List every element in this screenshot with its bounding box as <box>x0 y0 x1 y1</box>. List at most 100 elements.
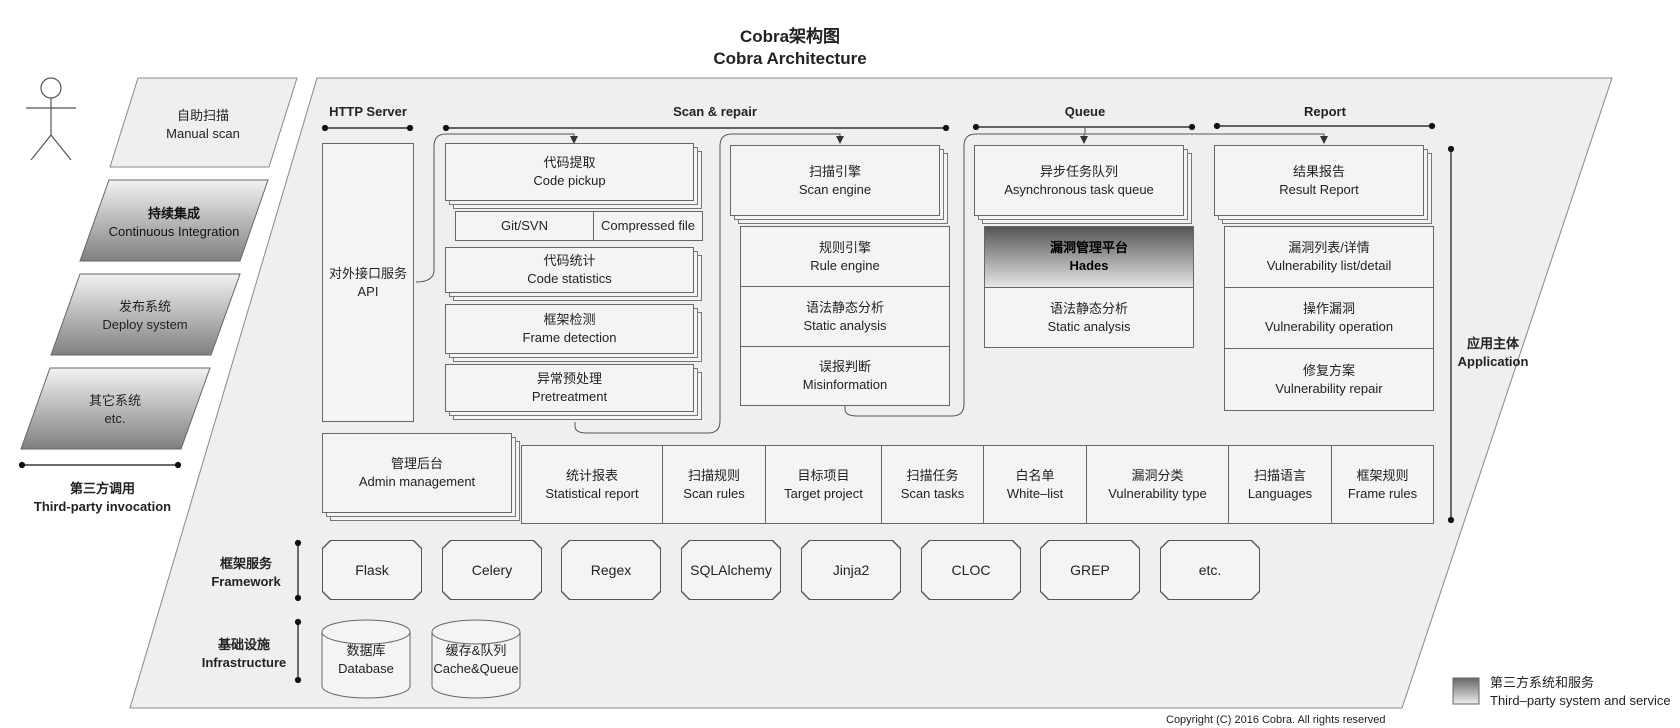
static2-zh: 语法静态分析 <box>1049 300 1128 316</box>
static-analysis-queue-box[interactable]: 语法静态分析 Static analysis <box>984 287 1194 348</box>
async-queue-en: Asynchronous task queue <box>1004 181 1154 197</box>
copyright: Copyright (C) 2016 Cobra. All rights res… <box>1166 714 1386 726</box>
git-svn-box[interactable]: Git/SVN <box>455 211 594 241</box>
application-label: 应用主体 Application <box>1455 335 1531 371</box>
framework-item-label: etc. <box>1161 541 1259 599</box>
cache-en: Cache&Queue <box>433 661 519 676</box>
admin-cell-scan-tasks[interactable]: 扫描任务 Scan tasks <box>881 445 984 524</box>
admin-cell-vulnerability-type[interactable]: 漏洞分类 Vulnerability type <box>1086 445 1229 524</box>
framework-regex[interactable]: Regex <box>561 540 661 600</box>
legend-swatch <box>1452 677 1480 705</box>
admin-cell-white-list[interactable]: 白名单 White–list <box>983 445 1087 524</box>
frame-detect-zh: 框架检测 <box>543 312 596 327</box>
rule-engine-en: Rule engine <box>810 257 880 273</box>
admin-management-box[interactable]: 管理后台 Admin management <box>322 433 512 513</box>
pretreat-zh: 异常预处理 <box>536 371 602 386</box>
framework-item-label: Celery <box>443 541 541 599</box>
database[interactable]: 数据库 Database <box>322 642 410 678</box>
framework-cloc[interactable]: CLOC <box>921 540 1021 600</box>
scan-engine-box[interactable]: 扫描引擎 Scan engine <box>730 145 940 216</box>
deploy-en: Deploy system <box>102 317 188 332</box>
other-systems[interactable]: 其它系统 etc. <box>50 392 180 428</box>
pretreatment-box[interactable]: 异常预处理 Pretreatment <box>445 364 694 412</box>
async-queue-box[interactable]: 异步任务队列 Asynchronous task queue <box>974 145 1184 216</box>
continuous-integration[interactable]: 持续集成 Continuous Integration <box>94 205 254 241</box>
vuln-operation-box[interactable]: 操作漏洞 Vulnerability operation <box>1224 287 1434 349</box>
admin-cell-en: White–list <box>1006 485 1064 501</box>
deploy-shape <box>50 273 241 356</box>
admin-cell-languages[interactable]: 扫描语言 Languages <box>1228 445 1332 524</box>
code-pickup-box[interactable]: 代码提取 Code pickup <box>445 143 694 201</box>
admin-cell-zh: 扫描规则 <box>687 467 740 483</box>
vuln-repair-box[interactable]: 修复方案 Vulnerability repair <box>1224 348 1434 411</box>
third-party-zh: 第三方调用 <box>69 481 135 496</box>
code-statistics-box[interactable]: 代码统计 Code statistics <box>445 247 694 293</box>
frame-detection-box[interactable]: 框架检测 Frame detection <box>445 304 694 354</box>
result-en: Result Report <box>1279 181 1359 197</box>
admin-cell-frame-rules[interactable]: 框架规则 Frame rules <box>1331 445 1434 524</box>
application-en: Application <box>1457 354 1529 369</box>
admin-cell-en: Statistical report <box>545 485 639 501</box>
async-queue-zh: 异步任务队列 <box>1039 163 1118 179</box>
vuln-op-en: Vulnerability operation <box>1264 319 1394 334</box>
admin-cell-statistical-report[interactable]: 统计报表 Statistical report <box>521 445 663 524</box>
api-box[interactable]: 对外接口服务 API <box>322 143 414 422</box>
infrastructure-label: 基础设施 Infrastructure <box>189 636 299 672</box>
infrastructure-zh: 基础设施 <box>217 637 270 652</box>
misinfo-zh: 误报判断 <box>818 359 871 374</box>
third-party-label: 第三方调用 Third-party invocation <box>20 480 185 516</box>
etc-shape <box>20 367 211 450</box>
section-scan-repair: Scan & repair <box>673 104 757 119</box>
framework-item-label: SQLAlchemy <box>682 541 780 599</box>
vuln-list-box[interactable]: 漏洞列表/详情 Vulnerability list/detail <box>1224 226 1434 288</box>
rule-engine-box[interactable]: 规则引擎 Rule engine <box>740 226 950 287</box>
code-pickup-en: Code pickup <box>533 173 606 188</box>
legend: 第三方系统和服务 Third–party system and service <box>1490 674 1671 710</box>
section-http-server: HTTP Server <box>329 104 407 119</box>
manual-scan[interactable]: 自助扫描 Manual scan <box>148 107 258 143</box>
result-report-box[interactable]: 结果报告 Result Report <box>1214 145 1424 216</box>
admin-cell-scan-rules[interactable]: 扫描规则 Scan rules <box>662 445 766 524</box>
admin-cell-zh: 框架规则 <box>1356 467 1409 483</box>
cache-cylinder <box>431 619 521 699</box>
admin-cell-zh: 白名单 <box>1015 467 1055 483</box>
framework-en: Framework <box>211 574 281 589</box>
admin-en: Admin management <box>358 474 476 489</box>
admin-cell-target-project[interactable]: 目标项目 Target project <box>765 445 882 524</box>
database-en: Database <box>338 661 394 676</box>
vuln-list-en: Vulnerability list/detail <box>1266 258 1392 273</box>
framework-etc[interactable]: etc. <box>1160 540 1260 600</box>
framework-flask[interactable]: Flask <box>322 540 422 600</box>
misinformation-box[interactable]: 误报判断 Misinformation <box>740 346 950 406</box>
static1-en: Static analysis <box>803 317 887 333</box>
framework-jinja2[interactable]: Jinja2 <box>801 540 901 600</box>
cache-queue[interactable]: 缓存&队列 Cache&Queue <box>427 642 525 678</box>
compressed-file-box[interactable]: Compressed file <box>593 211 703 241</box>
static-analysis-box[interactable]: 语法静态分析 Static analysis <box>740 286 950 347</box>
framework-item-label: Regex <box>562 541 660 599</box>
database-zh: 数据库 <box>346 643 386 658</box>
cache-zh: 缓存&队列 <box>445 643 507 658</box>
code-stats-zh: 代码统计 <box>543 253 596 268</box>
title-zh: Cobra架构图 <box>739 27 841 46</box>
ci-en: Continuous Integration <box>108 224 240 239</box>
api-zh: 对外接口服务 <box>328 265 407 281</box>
framework-celery[interactable]: Celery <box>442 540 542 600</box>
admin-cell-en: Scan rules <box>683 485 745 501</box>
admin-cell-zh: 漏洞分类 <box>1131 467 1184 483</box>
deploy-system[interactable]: 发布系统 Deploy system <box>80 298 210 334</box>
hades-box[interactable]: 漏洞管理平台 Hades <box>984 226 1194 288</box>
framework-zh: 框架服务 <box>219 556 272 571</box>
framework-item-label: CLOC <box>922 541 1020 599</box>
git-svn-label: Git/SVN <box>501 218 548 233</box>
third-party-en: Third-party invocation <box>33 499 172 514</box>
api-en: API <box>357 283 379 299</box>
section-report: Report <box>1304 104 1346 119</box>
manual-scan-en: Manual scan <box>166 126 240 141</box>
title-en: Cobra Architecture <box>713 49 867 68</box>
framework-sqlalchemy[interactable]: SQLAlchemy <box>681 540 781 600</box>
legend-zh: 第三方系统和服务 <box>1490 675 1595 690</box>
scan-engine-en: Scan engine <box>798 181 872 197</box>
other-zh: 其它系统 <box>88 393 141 408</box>
framework-grep[interactable]: GREP <box>1040 540 1140 600</box>
